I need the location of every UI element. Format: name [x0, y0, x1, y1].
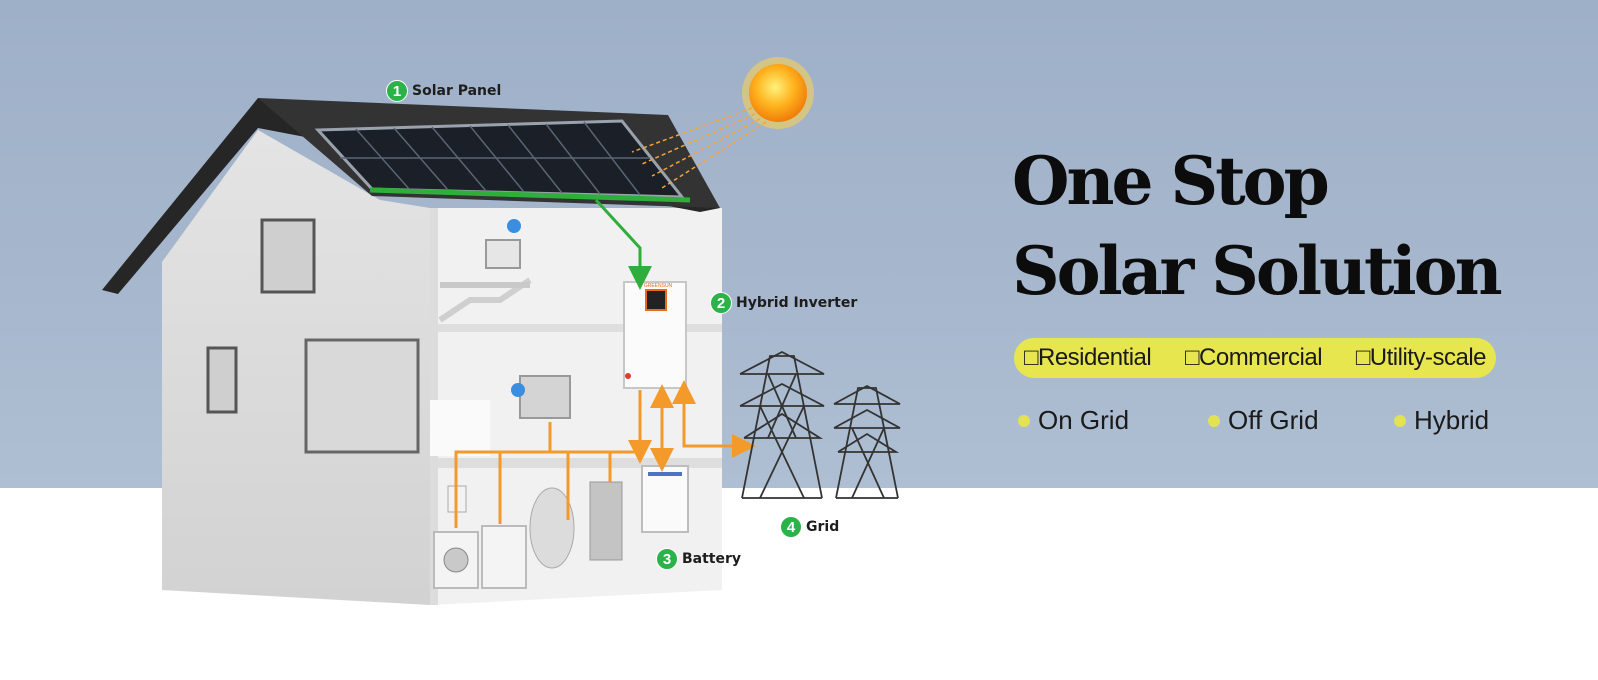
floor-2 [430, 324, 722, 332]
house: GREENSUN [102, 98, 722, 605]
tower-small [833, 384, 901, 499]
bullet-dot-icon [1394, 414, 1406, 427]
dryer [481, 525, 527, 589]
headline-line-2: Solar Solution [1012, 232, 1503, 310]
wifi-globe-icon-2 [511, 383, 525, 397]
washer-drum [443, 547, 469, 573]
sofa [430, 400, 490, 456]
callout-solar-panel: 1 Solar Panel [386, 80, 501, 102]
tower-large [739, 350, 825, 499]
wifi-globe-icon [507, 219, 521, 233]
bullet-dot-icon [1208, 414, 1220, 427]
transmission-towers [739, 350, 901, 499]
dc-cable [369, 187, 691, 203]
monitor [485, 239, 521, 269]
sun-rays [631, 107, 767, 189]
callout-hybrid-inverter: 2 Hybrid Inverter [710, 292, 857, 314]
callout-grid: 4 Grid [780, 516, 839, 538]
desk [440, 282, 530, 288]
callout-label: Battery [682, 551, 742, 567]
callout-number: 4 [780, 516, 802, 538]
window-side [206, 346, 238, 414]
system-modes: On Grid Off Grid Hybrid [1018, 405, 1498, 441]
load-bus [454, 450, 640, 528]
floor-1 [430, 458, 722, 468]
callout-label: Solar Panel [412, 83, 502, 99]
headline: One Stop Solar Solution [1012, 136, 1503, 316]
mode-hybrid: Hybrid [1394, 405, 1489, 436]
solar-panel-grid [340, 121, 650, 196]
sun-icon [749, 64, 807, 122]
window-upper [260, 218, 316, 294]
callout-battery: 3 Battery [656, 548, 741, 570]
tag-commercial: □Commercial [1185, 344, 1323, 371]
sun [631, 57, 814, 189]
inverter-switch [625, 373, 631, 379]
callout-number: 2 [710, 292, 732, 314]
callout-number: 3 [656, 548, 678, 570]
tag-residential: □Residential [1024, 344, 1152, 371]
pv-to-inverter-arrow [594, 198, 652, 290]
window-large [304, 338, 420, 454]
solar-panel [314, 119, 686, 199]
boiler [589, 481, 623, 561]
bullet-dot-icon [1018, 414, 1030, 427]
inverter-brand: GREENSUN [644, 283, 673, 289]
mode-label: Off Grid [1228, 405, 1319, 435]
headline-line-1: One Stop [1012, 142, 1330, 220]
house-left-wall [162, 130, 430, 605]
tv [519, 375, 571, 419]
mode-label: Hybrid [1414, 405, 1490, 435]
tag-utility-scale: □Utility-scale [1355, 344, 1487, 371]
mode-label: On Grid [1038, 405, 1130, 435]
callout-label: Grid [806, 519, 840, 535]
mode-off-grid: Off Grid [1208, 405, 1319, 436]
segment-tags: □Residential □Commercial □Utility-scale [1014, 338, 1496, 378]
water-heater [529, 487, 575, 569]
stairs [438, 277, 532, 323]
mode-on-grid: On Grid [1018, 405, 1129, 436]
callout-number: 1 [386, 80, 408, 102]
energy-flows [454, 198, 756, 528]
battery-label-strip [648, 472, 682, 476]
inverter-display [645, 289, 667, 311]
callout-label: Hybrid Inverter [736, 295, 858, 311]
